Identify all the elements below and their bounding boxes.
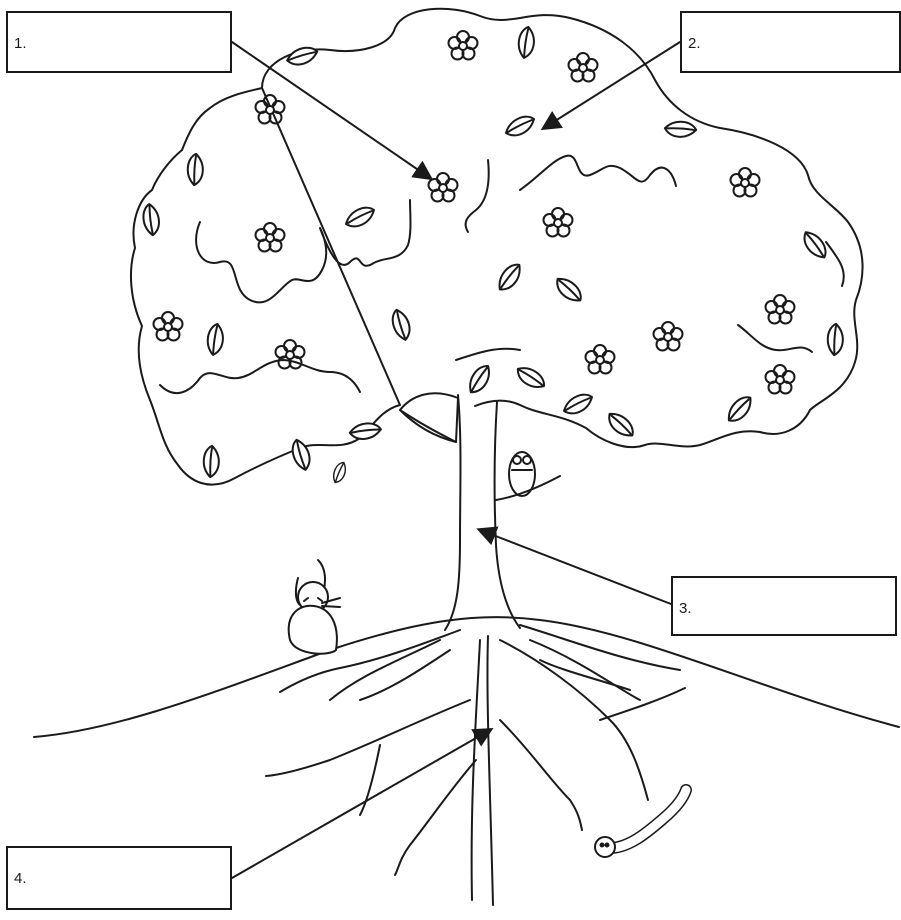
owl-illustration	[328, 452, 560, 500]
label-box-3[interactable]: 3.	[671, 576, 897, 636]
label-number-3: 3.	[679, 600, 692, 617]
label-box-2[interactable]: 2.	[680, 11, 901, 73]
arrow-1-to-flower	[232, 42, 430, 178]
tree-roots	[266, 625, 685, 905]
label-box-1[interactable]: 1.	[6, 11, 232, 73]
label-number-1: 1.	[14, 35, 27, 52]
rabbit-illustration	[289, 560, 340, 654]
label-number-4: 4.	[14, 870, 27, 887]
arrow-4-to-roots	[232, 730, 490, 878]
arrow-2-to-leaf	[544, 42, 680, 128]
arrow-3-to-trunk	[480, 530, 671, 604]
worm-illustration	[595, 790, 686, 857]
label-number-2: 2.	[688, 35, 701, 52]
label-box-4[interactable]: 4.	[6, 846, 232, 910]
